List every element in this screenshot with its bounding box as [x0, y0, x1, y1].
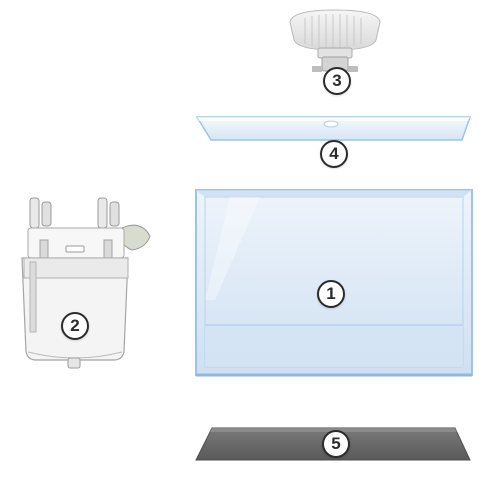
glass-lid-icon — [195, 116, 472, 141]
aquarium-tank-icon — [195, 189, 473, 377]
callout-filter: 2 — [61, 312, 89, 340]
callout-mat: 5 — [322, 430, 350, 458]
callout-lamp: 3 — [323, 67, 351, 95]
lamp-icon — [289, 9, 381, 72]
callout-lid: 4 — [320, 140, 348, 168]
callout-tank: 1 — [317, 280, 345, 308]
filter-icon — [21, 197, 151, 369]
